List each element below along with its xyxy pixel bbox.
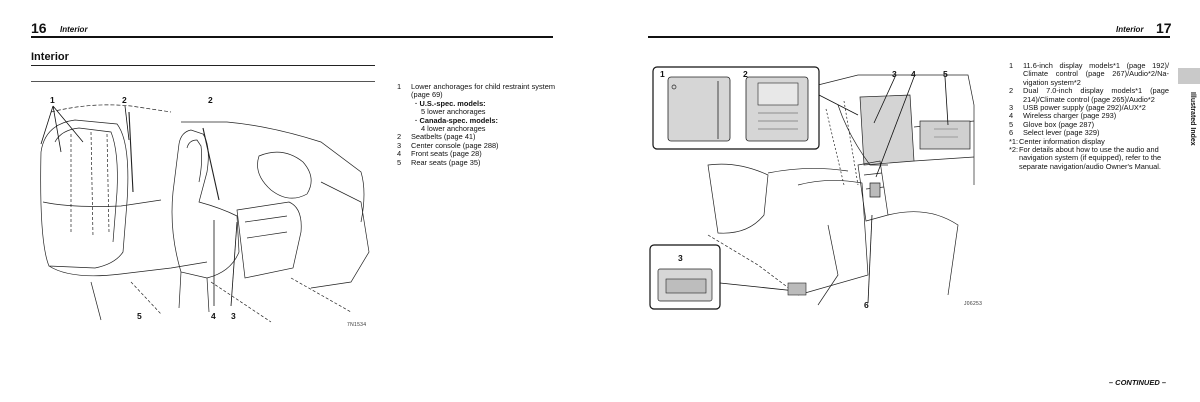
dashboard-illustration: [649, 66, 975, 310]
figure-top-rule: [31, 81, 375, 82]
left-callout-list: 1 Lower anchorages for child restraint s…: [397, 82, 555, 167]
item-number: 3: [1009, 103, 1014, 113]
item-text: USB power supply (page 292)/AUX*2: [1023, 103, 1146, 113]
left-figure-code: 7N1534: [347, 322, 367, 328]
sub-item-text: 5 lower anchorages: [421, 107, 486, 117]
item-text: Rear seats (page 35): [411, 157, 481, 167]
item-number: 4: [397, 149, 402, 159]
left-label-2a: 2: [122, 95, 127, 105]
right-label-5: 5: [943, 69, 948, 79]
interior-seats-illustration: [40, 104, 370, 323]
item-text: Wireless charger (page 293): [1023, 111, 1117, 121]
index-tab: [1178, 68, 1200, 84]
right-label-6: 6: [864, 300, 869, 310]
item-text: Dual 7.0-inch display models*1 (page 214…: [1023, 86, 1169, 104]
footnote-text: Center information display: [1019, 136, 1105, 146]
right-header-title: Interior: [1116, 25, 1144, 34]
sub-item-label: · Canada-spec. models:: [415, 115, 498, 125]
item-text: Glove box (page 287): [1023, 119, 1095, 129]
item-number: 5: [397, 157, 402, 167]
item-text: Select lever (page 329): [1023, 128, 1100, 138]
item-number: 1: [1009, 61, 1014, 70]
list-item: 4 Front seats (page 28): [397, 149, 555, 159]
side-tab-text: Illustrated Index: [1189, 92, 1196, 146]
right-label-4: 4: [911, 69, 916, 79]
inset-label-1: 1: [660, 69, 665, 79]
inset-label-3: 3: [678, 253, 683, 263]
left-label-1: 1: [50, 95, 55, 105]
left-label-5: 5: [137, 311, 142, 321]
sub-item: · U.S.-spec. models: 5 lower anchorages: [397, 98, 555, 117]
item-number: 5: [1009, 119, 1014, 129]
list-item: 3 USB power supply (page 292)/AUX*2: [1009, 103, 1169, 113]
left-label-3: 3: [231, 311, 236, 321]
list-item: 2 Dual 7.0-inch display models*1 (page 2…: [1009, 87, 1169, 104]
item-text: Front seats (page 28): [411, 149, 482, 159]
footnote: *1: Center information display: [1009, 136, 1169, 146]
section-rule: [31, 65, 375, 66]
sub-item: · Canada-spec. models: 4 lower anchorage…: [397, 115, 555, 134]
left-page-number: 16: [31, 20, 47, 36]
section-title: Interior: [31, 51, 69, 63]
item-text: 11.6-inch display models*1 (page 192)/ C…: [1023, 61, 1169, 87]
footnote: *2: For details about how to use the aud…: [1009, 145, 1169, 171]
item-number: 1: [397, 82, 402, 91]
left-header-title: Interior: [60, 25, 88, 34]
footnote-text: For details about how to use the audio a…: [1019, 145, 1162, 171]
side-tab-label: Illustrated Index: [1184, 92, 1196, 182]
list-item: 5 Glove box (page 287): [1009, 119, 1169, 129]
right-page-number: 17: [1156, 20, 1172, 36]
item-text: Center console (page 288): [411, 140, 499, 150]
list-item: 5 Rear seats (page 35): [397, 157, 555, 167]
list-item: 2 Seatbelts (page 41): [397, 132, 555, 142]
item-number: 4: [1009, 111, 1014, 121]
inset-label-2: 2: [743, 69, 748, 79]
continued-label: – CONTINUED –: [1108, 378, 1166, 387]
list-item: 1 Lower anchorages for child restraint s…: [397, 82, 555, 100]
footnote-key: *1:: [1009, 136, 1019, 146]
left-label-2b: 2: [208, 95, 213, 105]
item-number: 2: [397, 132, 402, 142]
item-text: Lower anchorages for child restraint sys…: [411, 82, 555, 100]
right-header-rule: [648, 36, 1170, 38]
item-number: 2: [1009, 86, 1014, 96]
right-callout-list: 1 11.6-inch display models*1 (page 192)/…: [1009, 61, 1169, 171]
item-text: Seatbelts (page 41): [411, 132, 476, 142]
sub-item-text: 4 lower anchorages: [421, 124, 486, 134]
footnote-key: *2:: [1009, 145, 1019, 155]
list-item: 1 11.6-inch display models*1 (page 192)/…: [1009, 61, 1169, 87]
left-header-rule: [31, 36, 553, 38]
right-label-3: 3: [892, 69, 897, 79]
item-number: 6: [1009, 128, 1014, 138]
list-item: 6 Select lever (page 329): [1009, 128, 1169, 138]
right-figure-code: J06253: [964, 301, 983, 307]
list-item: 4 Wireless charger (page 293): [1009, 111, 1169, 121]
left-label-4: 4: [211, 311, 216, 321]
sub-item-label: · U.S.-spec. models:: [415, 98, 486, 108]
list-item: 3 Center console (page 288): [397, 140, 555, 150]
item-number: 3: [397, 140, 402, 150]
